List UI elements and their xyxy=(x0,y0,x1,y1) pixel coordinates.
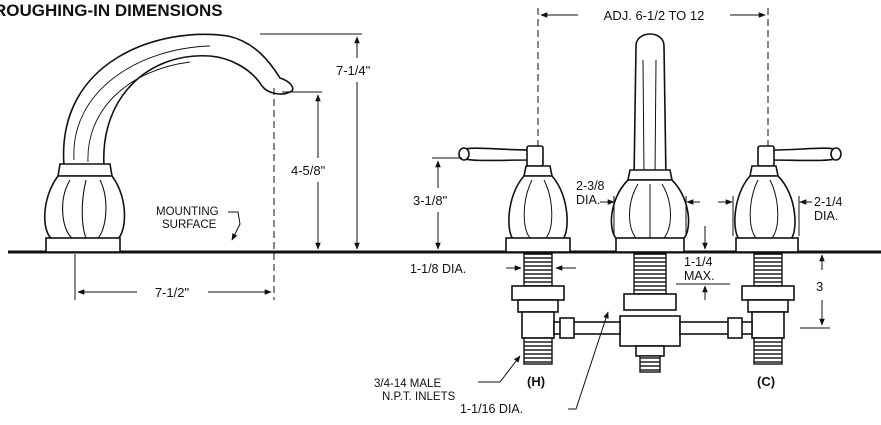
diagram-title: ROUGHING-IN DIMENSIONS xyxy=(0,1,223,20)
deck-thickness-label-1: 1-1/4 xyxy=(684,255,713,269)
inlets-label-2: N.P.T. INLETS xyxy=(382,391,456,403)
spout-height-label: 7-1/4" xyxy=(336,63,371,78)
spout-front-view xyxy=(610,33,690,253)
spout-base-dia-label-2: DIA. xyxy=(576,193,600,207)
handle-base-dia-label-2: DIA. xyxy=(814,209,838,223)
inlets-leader xyxy=(478,355,521,383)
spout-shank xyxy=(619,253,681,373)
cold-label: (C) xyxy=(757,374,775,389)
mounting-surface-leader xyxy=(228,211,241,241)
deck-thickness-label-2: MAX. xyxy=(684,269,715,283)
hot-shank xyxy=(511,253,565,365)
cold-handle xyxy=(734,145,842,253)
shank-length-label: 3 xyxy=(816,279,823,294)
tube-dia-leader xyxy=(568,311,609,410)
handle-base-dia-label-1: 2-1/4 xyxy=(814,195,843,209)
spout-reach-label: 7-1/2" xyxy=(155,285,190,300)
spout-base-dia-label-1: 2-3/8 xyxy=(576,179,605,193)
tube-dia-label: 1-1/16 DIA. xyxy=(460,402,523,416)
inlets-label-1: 3/4-14 MALE xyxy=(374,378,441,390)
spout-side-view xyxy=(44,33,294,253)
mounting-surface-label-2: SURFACE xyxy=(162,219,217,231)
spout-reach-height-label: 4-5/8" xyxy=(291,163,326,178)
cold-shank xyxy=(741,253,795,365)
shank-dia-label: 1-1/8 DIA. xyxy=(410,262,466,276)
adj-label: ADJ. 6-1/2 TO 12 xyxy=(604,8,705,23)
hot-label: (H) xyxy=(527,374,545,389)
hot-handle xyxy=(458,145,571,253)
mounting-surface-label-1: MOUNTING xyxy=(156,206,219,218)
handle-height-label: 3-1/8" xyxy=(413,193,448,208)
